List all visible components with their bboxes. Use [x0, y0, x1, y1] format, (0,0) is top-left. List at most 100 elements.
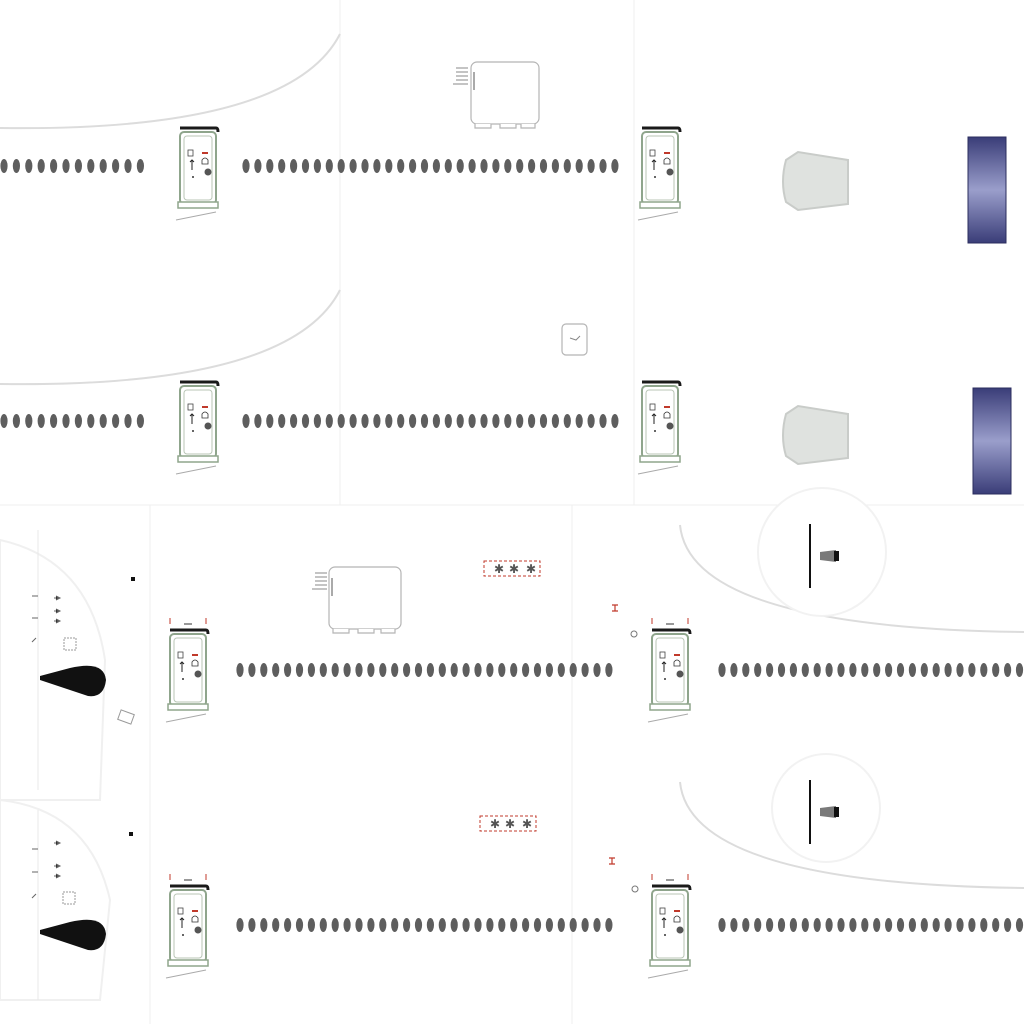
cabin-window-icon [718, 918, 726, 932]
cabin-window-icon [87, 414, 95, 428]
cabin-window-icon [516, 159, 524, 173]
cabin-window-icon [528, 159, 536, 173]
cabin-window-icon [599, 159, 607, 173]
cabin-window-icon [522, 663, 530, 677]
cabin-window-icon [136, 414, 144, 428]
antenna-icon [609, 857, 615, 865]
cabin-window-icon [837, 918, 845, 932]
cabin-window-icon [510, 918, 518, 932]
cabin-window-icon [885, 663, 893, 677]
cabin-window-icon [420, 414, 429, 428]
cabin-window-icon [0, 159, 8, 173]
cabin-window-icon [837, 663, 845, 677]
cabin-window-icon [777, 663, 786, 677]
cabin-window-icon [450, 663, 458, 677]
star-badge-icon [483, 560, 541, 577]
cabin-window-icon [403, 918, 411, 932]
cabin-window-icon [266, 159, 274, 173]
cabin-window-icon [825, 663, 833, 677]
cabin-window-icon [766, 663, 774, 677]
cabin-window-icon [956, 663, 964, 677]
cabin-window-icon [426, 663, 434, 677]
cabin-window-icon [593, 663, 601, 677]
engine-nacelle-icon [782, 151, 849, 211]
cabin-window-icon [414, 663, 423, 677]
cabin-window-icon [432, 159, 440, 173]
cabin-window-icon [504, 159, 512, 173]
cabin-window-icon [896, 918, 905, 932]
cabin-window-icon [1004, 918, 1012, 932]
door-panel-icon [646, 884, 692, 980]
cabin-window-icon [730, 918, 738, 932]
cabin-window-icon [25, 159, 33, 173]
cabin-window-icon [492, 414, 500, 428]
cabin-window-icon [397, 159, 405, 173]
cabin-window-icon [319, 918, 327, 932]
cabin-window-icon [50, 414, 58, 428]
cabin-window-icon [569, 918, 577, 932]
cabin-window-icon [992, 663, 1000, 677]
cabin-window-icon [62, 414, 70, 428]
cabin-window-icon [391, 663, 399, 677]
cabin-window-icon [319, 663, 327, 677]
cabin-window-rows [0, 159, 1024, 932]
cabin-window-icon [504, 414, 512, 428]
cabin-window-icon [754, 663, 762, 677]
cabin-window-icon [343, 918, 351, 932]
cabin-window-icon [272, 663, 280, 677]
door-panels [164, 126, 692, 980]
cabin-window-icon [12, 159, 20, 173]
cabin-window-icon [74, 159, 82, 173]
cabin-window-icon [516, 414, 524, 428]
cabin-window-icon [599, 414, 607, 428]
cabin-window-icon [37, 414, 45, 428]
cargo-door-outlines [328, 61, 588, 634]
cabin-window-icon [944, 663, 952, 677]
cabin-window-icon [432, 414, 440, 428]
tail-fin-icon [967, 136, 1007, 244]
door-trim-markers [169, 618, 689, 880]
door-panel-icon [174, 126, 220, 222]
cabin-window-icon [379, 918, 387, 932]
cabin-window-icon [355, 663, 363, 677]
cabin-window-icon [62, 159, 70, 173]
cabin-window-icon [37, 159, 45, 173]
cabin-window-icon [908, 918, 917, 932]
cabin-window-icon [742, 918, 750, 932]
cabin-window-icon [420, 159, 429, 173]
antenna-icon [612, 604, 618, 612]
cabin-window-icon [409, 159, 417, 173]
cabin-window-icon [254, 159, 262, 173]
cabin-window-icon [992, 918, 1000, 932]
cabin-window-icon [873, 663, 881, 677]
cabin-window-icon [397, 414, 405, 428]
cabin-window-icon [426, 918, 434, 932]
cabin-window-icon [349, 159, 357, 173]
cabin-window-icon [468, 159, 476, 173]
cabin-window-icon [920, 663, 928, 677]
cabin-window-icon [789, 663, 798, 677]
cabin-window-icon [932, 663, 940, 677]
cabin-window-icon [450, 918, 458, 932]
cabin-window-icon [801, 663, 809, 677]
cabin-window-icon [920, 918, 928, 932]
cabin-window-icon [528, 414, 536, 428]
cabin-window-icon [825, 918, 833, 932]
cabin-window-icon [533, 918, 542, 932]
cabin-window-icon [12, 414, 20, 428]
tail-fin-icon [972, 387, 1012, 495]
cabin-window-icon [1004, 663, 1012, 677]
cabin-window-icon [325, 414, 333, 428]
cabin-window-icon [325, 159, 333, 173]
cabin-window-icon [545, 918, 554, 932]
cabin-window-icon [307, 663, 315, 677]
cabin-window-icon [403, 663, 411, 677]
cabin-window-icon [480, 414, 488, 428]
cabin-window-icon [885, 918, 893, 932]
cabin-window-icon [260, 918, 268, 932]
cabin-window-icon [349, 414, 357, 428]
cabin-window-icon [1015, 918, 1024, 932]
cabin-window-icon [533, 663, 542, 677]
cabin-window-icon [361, 159, 369, 173]
